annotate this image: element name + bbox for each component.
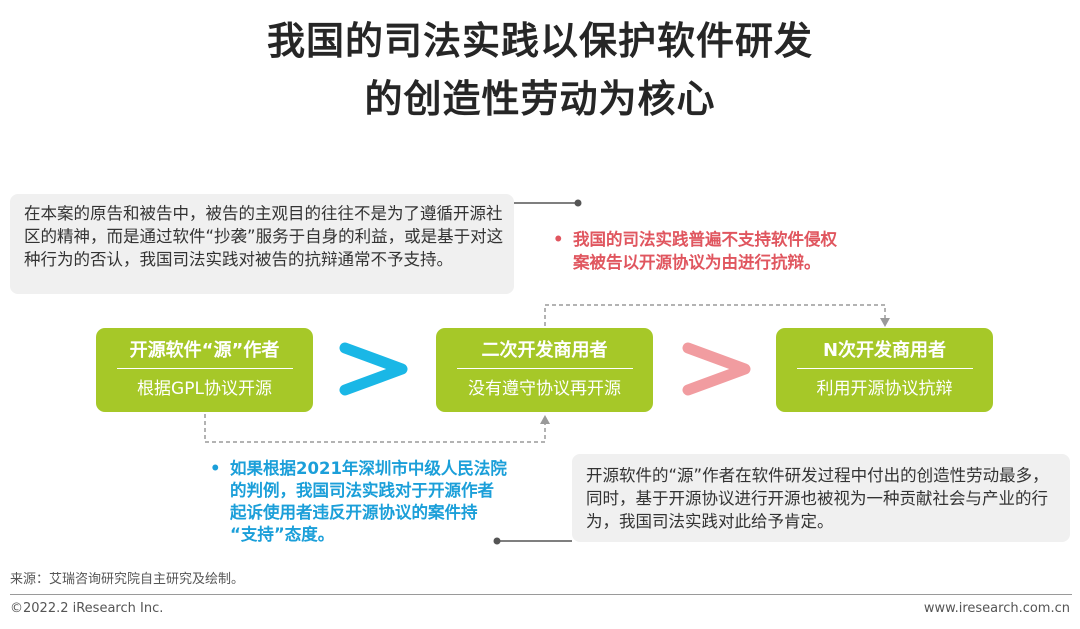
- box-divider: [796, 368, 973, 369]
- box-source-author: 开源软件“源”作者 根据GPL协议开源: [96, 328, 313, 412]
- box-divider: [116, 368, 293, 369]
- top-left-text: 在本案的原告和被告中，被告的主观目的往往不是为了遵循开源社区的精神，而是通过软件…: [24, 204, 504, 269]
- bottom-right-text: 开源软件的“源”作者在软件研发过程中付出的创造性劳动最多，同时，基于开源协议进行…: [586, 466, 1049, 531]
- blue-note-line-4: “支持”态度。: [230, 525, 335, 544]
- pink-note-bullet: •: [553, 230, 564, 249]
- pink-chevron-icon: [682, 342, 751, 396]
- pink-note-line-2: 案被告以开源协议为由进行抗辩。: [573, 252, 821, 272]
- top-left-text-box: 在本案的原告和被告中，被告的主观目的往往不是为了遵循开源社区的精神，而是通过软件…: [10, 194, 514, 294]
- blue-note-line-2: 的判例，我国司法实践对于开源作者: [230, 481, 494, 500]
- footer-divider: [10, 594, 1072, 595]
- box-n-developer-desc: 利用开源协议抗辩: [816, 379, 953, 399]
- dashed-arrow-bottom: [204, 414, 546, 443]
- box-secondary-developer: 二次开发商用者 没有遵守协议再开源: [436, 328, 653, 412]
- blue-note-line-3: 起诉使用者违反开源协议的案件持: [230, 503, 478, 522]
- box-divider: [456, 368, 633, 369]
- box-source-author-desc: 根据GPL协议开源: [137, 379, 272, 399]
- blue-chevron-icon: [339, 342, 408, 396]
- box-secondary-developer-title: 二次开发商用者: [481, 340, 608, 361]
- blue-note-line-1: 如果根据2021年深圳市中级人民法院: [230, 459, 507, 478]
- top-connector-dot: [574, 199, 582, 207]
- bottom-right-text-box: 开源软件的“源”作者在软件研发过程中付出的创造性劳动最多，同时，基于开源协议进行…: [572, 454, 1070, 542]
- website: www.iresearch.com.cn: [923, 601, 1070, 616]
- bottom-connector-dot: [493, 537, 501, 545]
- blue-note-bullet: •: [210, 459, 221, 478]
- box-source-author-title: 开源软件“源”作者: [129, 340, 280, 361]
- blue-note: • 如果根据2021年深圳市中级人民法院 的判例，我国司法实践对于开源作者 起诉…: [210, 458, 560, 546]
- box-secondary-developer-desc: 没有遵守协议再开源: [468, 379, 621, 399]
- source-note: 来源：艾瑞咨询研究院自主研究及绘制。: [10, 572, 245, 587]
- pink-note-line-1: 我国的司法实践普遍不支持软件侵权: [573, 230, 837, 249]
- page-title-line-2: 的创造性劳动为核心: [364, 77, 716, 121]
- pink-note: • 我国的司法实践普遍不支持软件侵权 案被告以开源协议为由进行抗辩。: [553, 229, 903, 274]
- dashed-arrow-top-head: [880, 318, 890, 327]
- box-n-developer-title: N次开发商用者: [822, 340, 947, 361]
- dashed-arrow-bottom-head: [540, 415, 550, 424]
- box-n-developer: N次开发商用者 利用开源协议抗辩: [776, 328, 993, 412]
- dashed-arrow-top: [544, 304, 886, 326]
- page-title-line-1: 我国的司法实践以保护软件研发: [266, 19, 813, 63]
- copyright: ©2022.2 iResearch Inc.: [10, 601, 164, 616]
